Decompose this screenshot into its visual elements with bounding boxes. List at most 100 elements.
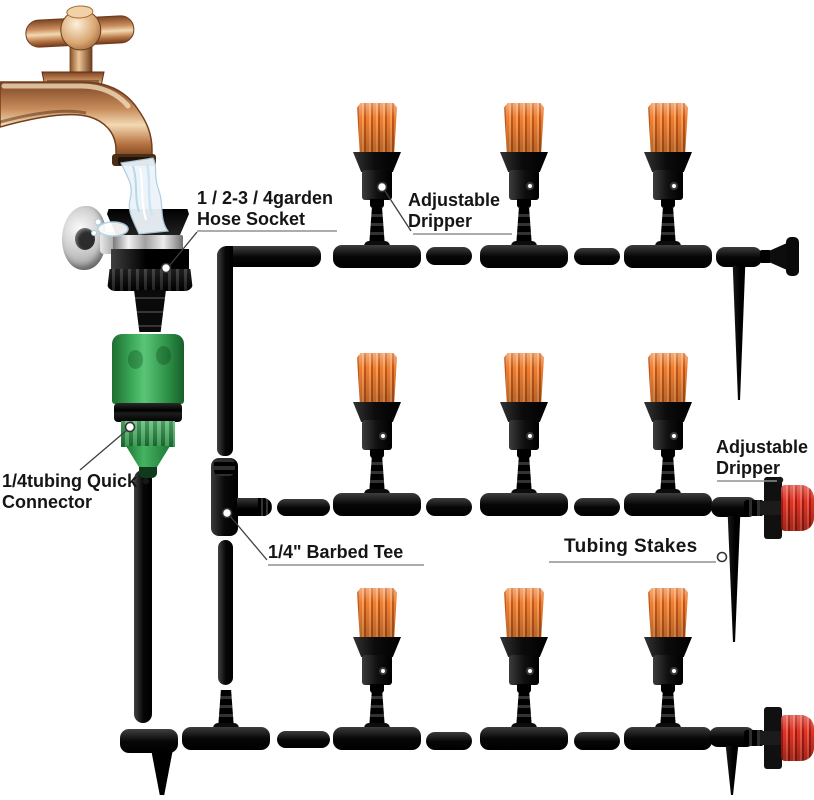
tee-top-barb bbox=[660, 690, 676, 729]
dripper-body bbox=[362, 170, 392, 200]
dripper-body bbox=[500, 637, 548, 657]
tee-top-barb bbox=[660, 208, 676, 247]
barbed-tee bbox=[333, 208, 421, 268]
faucet-handle-cap bbox=[66, 5, 94, 19]
tee-top-barb bbox=[516, 456, 532, 495]
water-streak bbox=[145, 163, 154, 217]
dripper-tip bbox=[370, 684, 384, 693]
tee-top-barb bbox=[369, 456, 385, 495]
bottom-elbow-spike bbox=[151, 751, 173, 795]
stake-tube bbox=[709, 727, 755, 747]
tee-top-barb bbox=[516, 208, 532, 247]
tee-top-barb bbox=[218, 690, 234, 729]
dripper-cap bbox=[648, 103, 688, 153]
manifold-vertical-lower bbox=[218, 540, 233, 685]
quarter-inch-barbed-tee bbox=[211, 458, 272, 536]
stake-spike bbox=[725, 746, 739, 795]
end-dripper-cone bbox=[770, 243, 787, 270]
manifold-vertical-upper bbox=[217, 246, 233, 456]
hose-socket-collar bbox=[107, 269, 193, 291]
dripper-cap bbox=[504, 103, 544, 153]
tee-crossbar bbox=[333, 493, 421, 516]
dripper-orifice bbox=[670, 667, 678, 675]
adjustable-dripper bbox=[353, 103, 401, 208]
dripper-orifice bbox=[670, 432, 678, 440]
wing-clamp-knob bbox=[100, 232, 117, 254]
marker-dot bbox=[716, 551, 728, 563]
dripper-tip bbox=[661, 684, 675, 693]
dripper-tip bbox=[661, 199, 675, 208]
faucet-highlight bbox=[1, 83, 131, 109]
red-dripper-knob bbox=[781, 485, 814, 531]
tubing-segment bbox=[574, 498, 620, 516]
label-quick-connector: 1/4tubing Quick Connector bbox=[2, 471, 137, 513]
label-line: Dripper bbox=[408, 211, 473, 231]
hose-socket-funnel bbox=[107, 209, 189, 237]
tee-crossbar bbox=[182, 727, 270, 750]
dripper-tip bbox=[517, 199, 531, 208]
stake-tube bbox=[716, 247, 762, 267]
faucet-shadow bbox=[0, 109, 87, 124]
hose-socket-chrome-ring bbox=[113, 235, 183, 250]
manifold-elbow-horizontal bbox=[217, 246, 321, 267]
dripper-body bbox=[509, 420, 539, 450]
red-dripper-knob bbox=[781, 715, 814, 761]
dripper-cap bbox=[357, 353, 397, 403]
leader-line bbox=[79, 429, 128, 471]
quick-connector-oring bbox=[114, 403, 182, 422]
label-adjustable-dripper-top: Adjustable Dripper bbox=[408, 190, 500, 232]
dripper-cap bbox=[504, 588, 544, 638]
dripper-body bbox=[653, 420, 683, 450]
dripper-body bbox=[509, 170, 539, 200]
tee-crossbar bbox=[480, 493, 568, 516]
faucet-collar bbox=[41, 71, 105, 97]
quick-connector-tip bbox=[139, 467, 157, 478]
dripper-body bbox=[353, 402, 401, 422]
dripper-tip bbox=[370, 449, 384, 458]
dripper-tip bbox=[370, 199, 384, 208]
tubing-segment bbox=[426, 732, 472, 750]
faucet-spout-tip bbox=[112, 154, 156, 166]
dripper-body bbox=[653, 655, 683, 685]
dripper-body bbox=[362, 420, 392, 450]
label-line: Adjustable bbox=[716, 437, 809, 457]
tee-top-barb bbox=[516, 690, 532, 729]
dripper-cap bbox=[648, 588, 688, 638]
red-dripper-barb bbox=[744, 500, 764, 516]
adjustable-dripper bbox=[500, 103, 548, 208]
adjustable-dripper bbox=[644, 103, 692, 208]
barbed-tee bbox=[480, 690, 568, 750]
dripper-tip bbox=[517, 449, 531, 458]
barbed-tee bbox=[480, 208, 568, 268]
dripper-orifice bbox=[379, 432, 387, 440]
adjustable-dripper-red bbox=[744, 707, 814, 769]
adjustable-dripper bbox=[644, 588, 692, 693]
label-line: Tubing Stakes bbox=[564, 536, 698, 557]
tee-crossbar bbox=[624, 245, 712, 268]
connector-emboss bbox=[156, 346, 171, 365]
tubing-segment bbox=[277, 731, 330, 748]
adjustable-dripper bbox=[500, 588, 548, 693]
barbed-tee bbox=[624, 690, 712, 750]
end-dripper-barb bbox=[760, 250, 771, 263]
faucet-spout-opening bbox=[118, 157, 150, 165]
main-supply-tube bbox=[134, 470, 152, 723]
adjustable-dripper bbox=[500, 353, 548, 458]
dripper-body bbox=[653, 170, 683, 200]
tee-top-barb bbox=[369, 690, 385, 729]
hose-socket-body bbox=[111, 249, 189, 271]
tee-crossbar bbox=[480, 727, 568, 750]
adjustable-dripper bbox=[353, 353, 401, 458]
tee-top-barb bbox=[660, 456, 676, 495]
label-line: Dripper bbox=[716, 458, 781, 478]
label-line: 1/4" Barbed Tee bbox=[268, 542, 404, 562]
faucet-handle-boss bbox=[60, 9, 102, 51]
dripper-body bbox=[509, 655, 539, 685]
dripper-cap bbox=[504, 353, 544, 403]
bottom-elbow bbox=[120, 729, 178, 753]
dripper-cap bbox=[357, 588, 397, 638]
tee-crossbar bbox=[333, 245, 421, 268]
stake-spike bbox=[732, 266, 746, 400]
label-barbed-tee: 1/4" Barbed Tee bbox=[268, 542, 403, 563]
